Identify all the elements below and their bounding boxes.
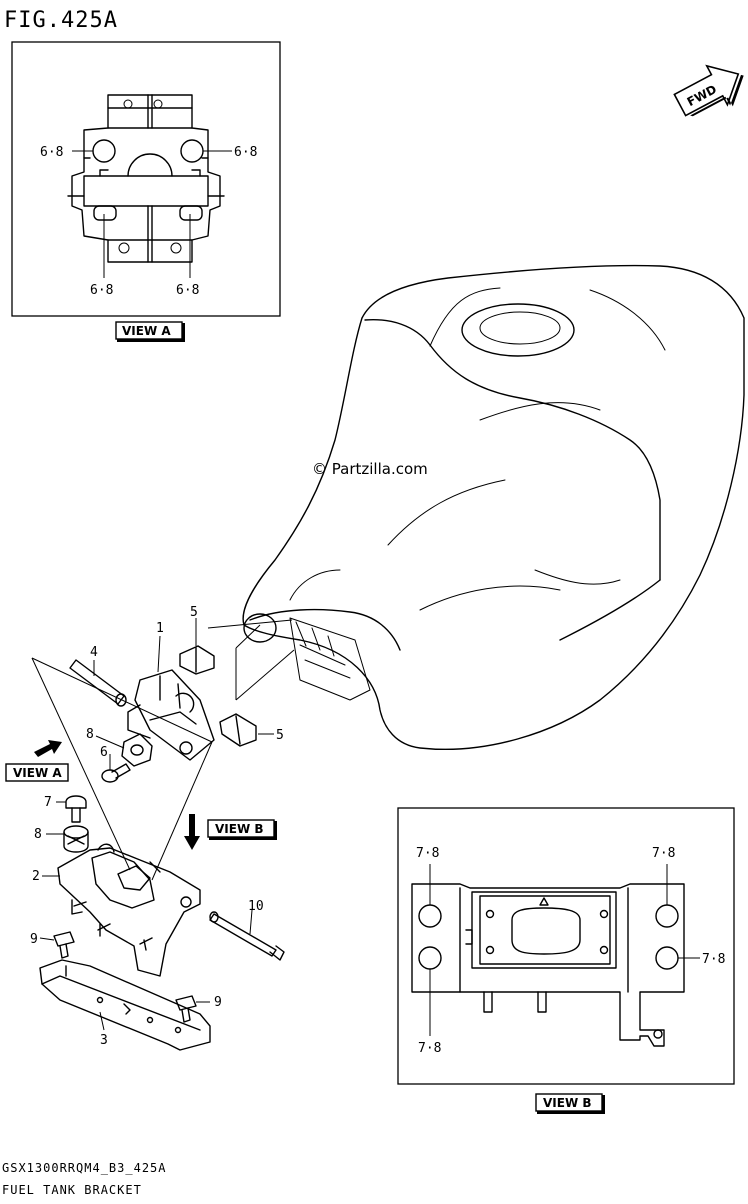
callout-1: 1 [156, 621, 164, 636]
figure-title: FIG.425A [4, 8, 118, 33]
svg-text:VIEW A: VIEW A [122, 324, 171, 338]
view-b-ref: 7·8 [652, 846, 675, 861]
part-6-bolt [101, 763, 131, 783]
view-a-label: VIEW A [115, 321, 185, 342]
svg-text:VIEW A: VIEW A [13, 766, 62, 780]
callout-5: 5 [276, 728, 284, 743]
callout-3: 3 [100, 1033, 108, 1048]
part-9-bolt-right [175, 995, 197, 1023]
part-5-cushion-lower [219, 713, 257, 747]
callout-7: 7 [44, 795, 52, 810]
callout-8: 8 [86, 727, 94, 742]
svg-text:VIEW B: VIEW B [543, 1096, 592, 1110]
callout-9: 9 [30, 932, 38, 947]
view-b-label: VIEW B [535, 1093, 605, 1114]
callout-5: 5 [190, 605, 198, 620]
view-b-inset: 7·8 7·8 7·8 7·8 7·8 [397, 807, 735, 1085]
part-3-base-plate [39, 959, 211, 1051]
callout-6: 6 [100, 745, 108, 760]
callout-4: 4 [90, 645, 98, 660]
fwd-arrow-icon: FWD [673, 64, 744, 117]
view-a-ref: 6·8 [90, 283, 113, 298]
view-a-ref: 6·8 [234, 145, 257, 160]
view-a-inset: 6·8 6·8 6·8 6·8 [11, 41, 281, 317]
svg-text:VIEW B: VIEW B [215, 822, 264, 836]
callout-2: 2 [32, 869, 40, 884]
part-10-long-bolt [209, 911, 285, 961]
drawing-code: GSX1300RRQM4_B3_425A [2, 1161, 167, 1175]
callout-9: 9 [214, 995, 222, 1010]
part-8-grommet [121, 733, 153, 767]
part-5-cushion-upper [179, 645, 215, 675]
view-a-ref: 6·8 [176, 283, 199, 298]
view-b-ref: 7·8 [416, 1003, 439, 1018]
view-a-ref: 6·8 [40, 145, 63, 160]
view-b-ref: 7·8 [418, 1041, 441, 1056]
view-b-ref: 7·8 [702, 952, 725, 967]
watermark: © Partzilla.com [312, 460, 428, 478]
part-1-bracket [127, 669, 215, 761]
part-9-bolt-left [53, 931, 75, 959]
view-b-ref: 7·8 [416, 846, 439, 861]
figure-caption: FUEL TANK BRACKET [2, 1183, 142, 1197]
part-8-mount [63, 825, 89, 853]
view-a-pointer: VIEW A [5, 740, 69, 782]
view-b-pointer: VIEW B [184, 814, 277, 850]
callout-8: 8 [34, 827, 42, 842]
part-4-pin [69, 659, 127, 707]
callout-10: 10 [248, 899, 264, 914]
part-2-lower-bracket [57, 843, 201, 977]
fuel-tank [242, 264, 745, 750]
part-7-bolt [65, 795, 87, 823]
